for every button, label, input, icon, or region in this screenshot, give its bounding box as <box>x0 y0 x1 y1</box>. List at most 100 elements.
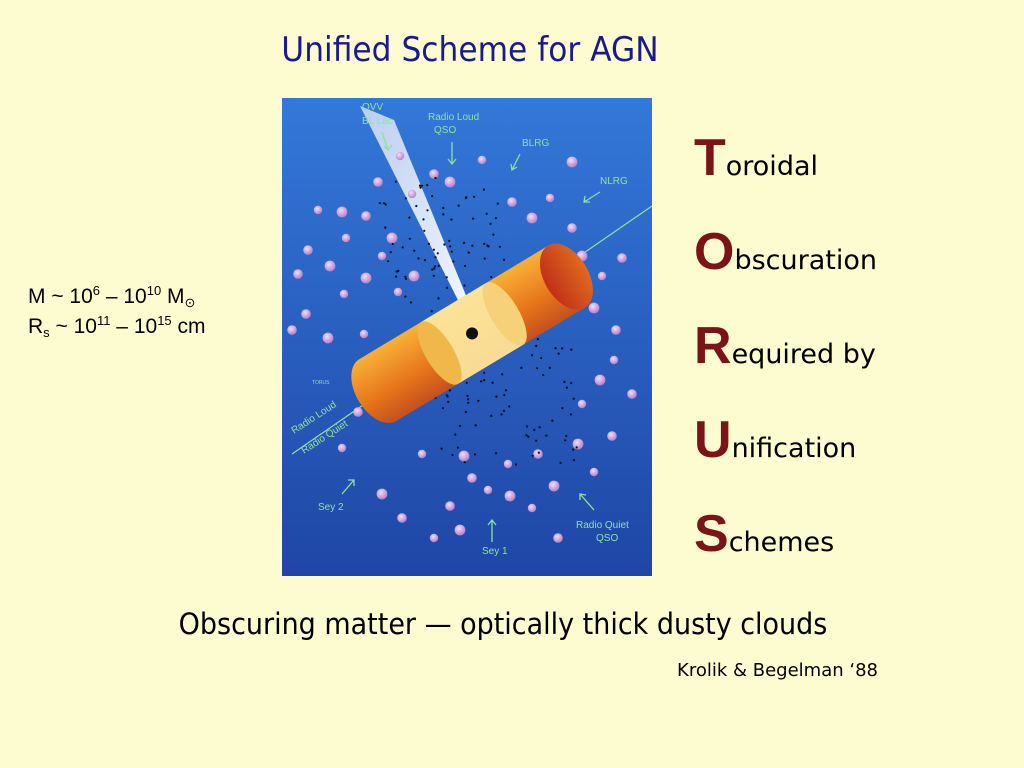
dust-dot <box>404 295 407 298</box>
dust-dot <box>432 274 435 277</box>
cloud <box>545 193 555 203</box>
cloud <box>417 449 427 459</box>
dust-dot <box>471 244 474 247</box>
dust-dot <box>501 373 504 376</box>
cloud <box>477 155 487 165</box>
dust-dot <box>508 405 511 408</box>
label-sey2: Sey 2 <box>318 502 344 513</box>
cloud <box>611 325 621 335</box>
mass-line: M ~ 106 – 1010 M⊙ <box>28 283 196 310</box>
dust-dot <box>389 251 392 254</box>
dust-dot <box>502 258 506 261</box>
dust-dot <box>409 301 412 304</box>
dust-dot <box>382 202 386 205</box>
dust-dot <box>418 184 422 187</box>
dust-dot <box>404 277 408 280</box>
dust-dot <box>434 265 437 268</box>
dust-dot <box>477 399 480 402</box>
arrows-group <box>341 131 601 542</box>
cloud <box>395 151 405 161</box>
cloud <box>293 269 303 279</box>
acronym-row-r: Required by <box>694 317 876 375</box>
dust-dot <box>443 243 446 246</box>
label-blrg: BLRG <box>522 138 549 149</box>
dust-dot <box>572 397 575 400</box>
cloud <box>341 233 351 243</box>
cloud <box>339 289 349 299</box>
dust-dot <box>504 389 508 392</box>
cloud <box>287 325 297 335</box>
dust-dot <box>536 338 539 341</box>
arrow-blrg <box>510 153 521 172</box>
mass-radius-info: M ~ 106 – 1010 M⊙ Rs ~ 1011 – 1015 cm <box>28 282 205 342</box>
dust-dot <box>458 424 462 428</box>
dust-dot <box>422 218 425 221</box>
slide-title: Unified Scheme for AGN <box>281 30 659 70</box>
torus-cap <box>539 243 593 310</box>
dust-dot <box>531 454 534 457</box>
dust-dot <box>404 197 407 200</box>
dust-dot <box>538 426 541 429</box>
dust-dot <box>427 242 430 245</box>
dust-dot <box>535 439 538 442</box>
cloud <box>377 251 387 261</box>
radius-line: Rs ~ 1011 – 1015 cm <box>28 313 206 340</box>
dust-dot <box>494 452 498 455</box>
dust-dot <box>397 269 400 272</box>
dust-dot <box>466 394 469 397</box>
cloud <box>408 270 420 282</box>
dust-dot <box>450 218 453 221</box>
dust-dot <box>426 184 429 187</box>
dust-dot <box>482 188 485 191</box>
dust-dot <box>551 419 554 422</box>
dust-dot <box>432 248 435 251</box>
arrow-sey2 <box>341 479 355 495</box>
cloud <box>503 459 513 469</box>
dust-dot <box>417 257 420 260</box>
dust-dot <box>457 204 460 207</box>
dust-dot <box>445 394 448 397</box>
dust-dot <box>525 425 529 428</box>
torus-acronym: Toroidal Obscuration Required by Unifica… <box>694 128 1014 598</box>
cloud <box>303 245 313 255</box>
cloud <box>627 389 637 399</box>
arrow-radio-loud-qso <box>447 142 457 166</box>
label-ovv: OVV <box>362 102 383 113</box>
cloud <box>444 176 456 188</box>
dust-dot <box>437 264 440 267</box>
dust-dot <box>431 195 434 198</box>
cloud <box>429 169 439 179</box>
dust-dot <box>467 398 470 401</box>
dust-dot <box>384 203 387 206</box>
cloud <box>458 450 470 462</box>
dust-dot <box>451 453 454 457</box>
torus <box>351 243 593 423</box>
dust-dot <box>520 366 523 369</box>
dust-dot <box>464 264 467 268</box>
label-radio-loud-qso-2: QSO <box>434 125 456 136</box>
cloud <box>617 253 627 263</box>
dust-dot <box>434 256 437 259</box>
cloud <box>567 223 577 233</box>
dust-dot <box>450 250 453 253</box>
dust-dot <box>503 393 506 397</box>
dust-dot <box>500 413 503 416</box>
dust-dot <box>527 435 530 438</box>
cloud <box>373 177 383 187</box>
cloud <box>526 212 538 224</box>
dust-dot <box>474 424 477 427</box>
dust-dot <box>391 242 394 246</box>
cloud <box>337 443 347 453</box>
dust-dot <box>536 367 539 370</box>
dust-dot <box>433 267 436 270</box>
dust-dot <box>452 260 455 263</box>
cloud <box>324 260 336 272</box>
cloud <box>336 206 348 218</box>
dust-dot <box>472 217 475 220</box>
dust-dot <box>467 401 470 404</box>
dust-dot <box>464 197 467 200</box>
dust-dot <box>502 409 505 412</box>
dust-dot <box>473 195 476 198</box>
dust-dot <box>415 204 418 208</box>
dust-dot <box>480 380 483 383</box>
